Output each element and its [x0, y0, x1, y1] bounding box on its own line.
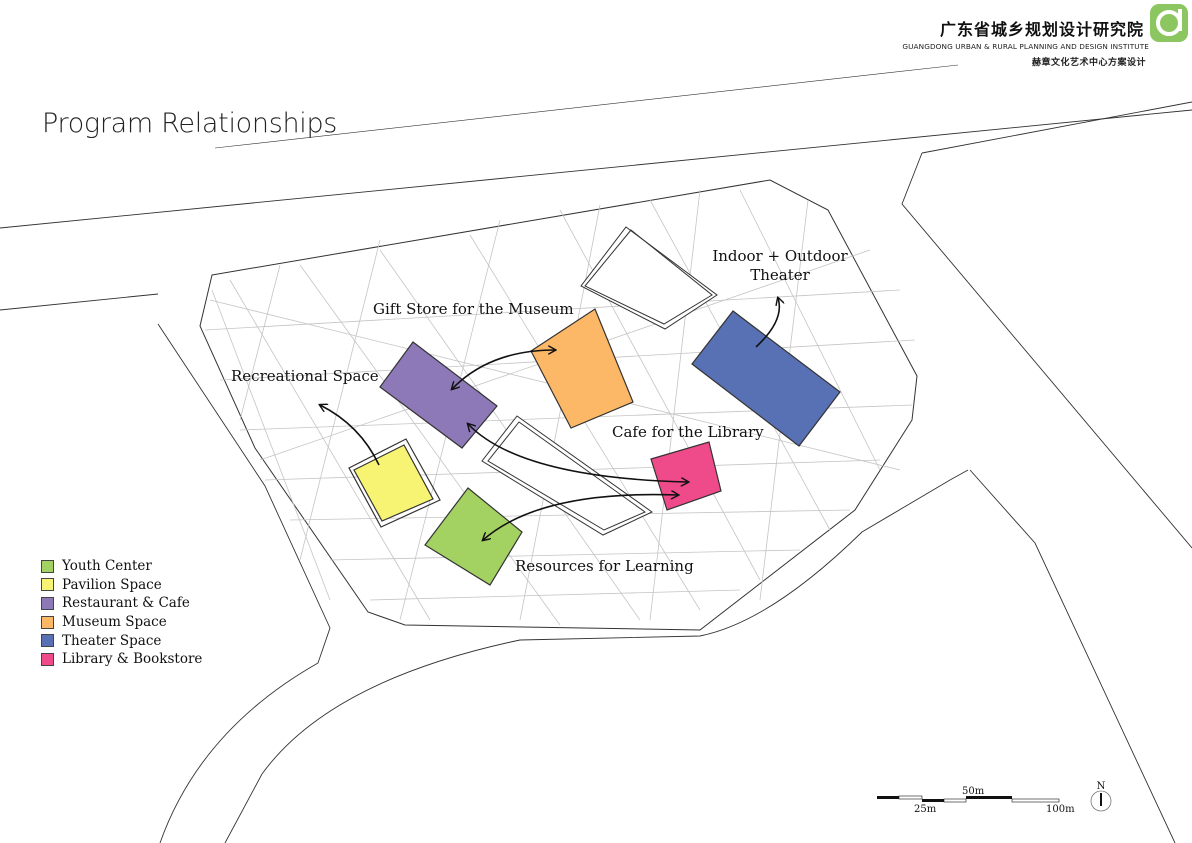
northeast-road-edge [921, 101, 1192, 154]
label-indoor-outdoor-line1: Indoor + Outdoor [712, 247, 848, 265]
legend: Youth Center Pavilion Space Restaurant &… [41, 557, 202, 669]
legend-swatch [41, 615, 54, 629]
arrow-youth-library [483, 495, 678, 540]
legend-item: Library & Bookstore [41, 650, 202, 669]
legend-item: Pavilion Space [41, 576, 202, 595]
scale-label-50m: 50m [962, 786, 985, 797]
theater-space-block [691, 310, 841, 447]
museum-space-block [530, 308, 634, 429]
legend-label: Library & Bookstore [62, 651, 203, 668]
relationship-arrows [320, 298, 779, 540]
label-recreational-space: Recreational Space [231, 367, 379, 385]
legend-swatch [41, 559, 54, 573]
pavilion-space-block-outline [348, 438, 441, 528]
legend-label: Youth Center [62, 558, 152, 575]
legend-label: Museum Space [62, 614, 167, 631]
north-label: N [1097, 781, 1106, 792]
arrow-restaurant-museum [452, 350, 555, 389]
legend-label: Restaurant & Cafe [62, 595, 190, 612]
north-arrow-icon: N [1090, 781, 1112, 812]
institute-name-en: GUANGDONG URBAN & RURAL PLANNING AND DES… [902, 42, 1149, 51]
legend-swatch [41, 596, 54, 610]
label-indoor-outdoor-line2: Theater [750, 266, 810, 284]
east-road-edge [901, 152, 1192, 549]
road-lines [0, 64, 1192, 843]
southeast-road-edge [969, 469, 1176, 843]
legend-label: Pavilion Space [62, 576, 162, 593]
institute-name-cn: 广东省城乡规划设计研究院 [939, 20, 1144, 39]
institute-logo-icon [1150, 4, 1188, 42]
legend-swatch [41, 634, 54, 648]
open-pavilion-north [580, 226, 718, 330]
arrow-pavilion-recreation [320, 405, 380, 466]
label-cafe-library: Cafe for the Library [612, 423, 764, 441]
north-road-edge [0, 109, 1192, 229]
label-resources-learning: Resources for Learning [515, 557, 694, 575]
page-title: Program Relationships [42, 108, 338, 139]
legend-swatch [41, 652, 54, 666]
legend-item: Youth Center [41, 557, 202, 576]
legend-item: Restaurant & Cafe [41, 594, 202, 613]
scale-label-100m: 100m [1046, 804, 1075, 815]
restaurant-cafe-block [379, 341, 498, 449]
arrow-theater-outdoor [755, 298, 779, 348]
legend-item: Museum Space [41, 613, 202, 632]
project-name-cn: 赫章文化艺术中心方案设计 [1031, 58, 1146, 68]
header-rule [214, 64, 959, 149]
west-road-edge-top [0, 293, 159, 311]
arrow-restaurant-library [468, 424, 688, 482]
legend-swatch [41, 578, 54, 592]
scale-bar: 50m 25m 100m [877, 786, 1075, 815]
legend-item: Theater Space [41, 631, 202, 650]
scale-label-25m: 25m [914, 804, 937, 815]
pavilion-space-block [353, 444, 434, 522]
legend-label: Theater Space [62, 632, 162, 649]
program-blocks [348, 308, 841, 586]
west-road-edge [157, 323, 331, 843]
relationship-labels: Indoor + Outdoor Theater Gift Store for … [231, 247, 848, 575]
label-gift-store: Gift Store for the Museum [373, 300, 574, 318]
south-road-edge [224, 469, 969, 843]
